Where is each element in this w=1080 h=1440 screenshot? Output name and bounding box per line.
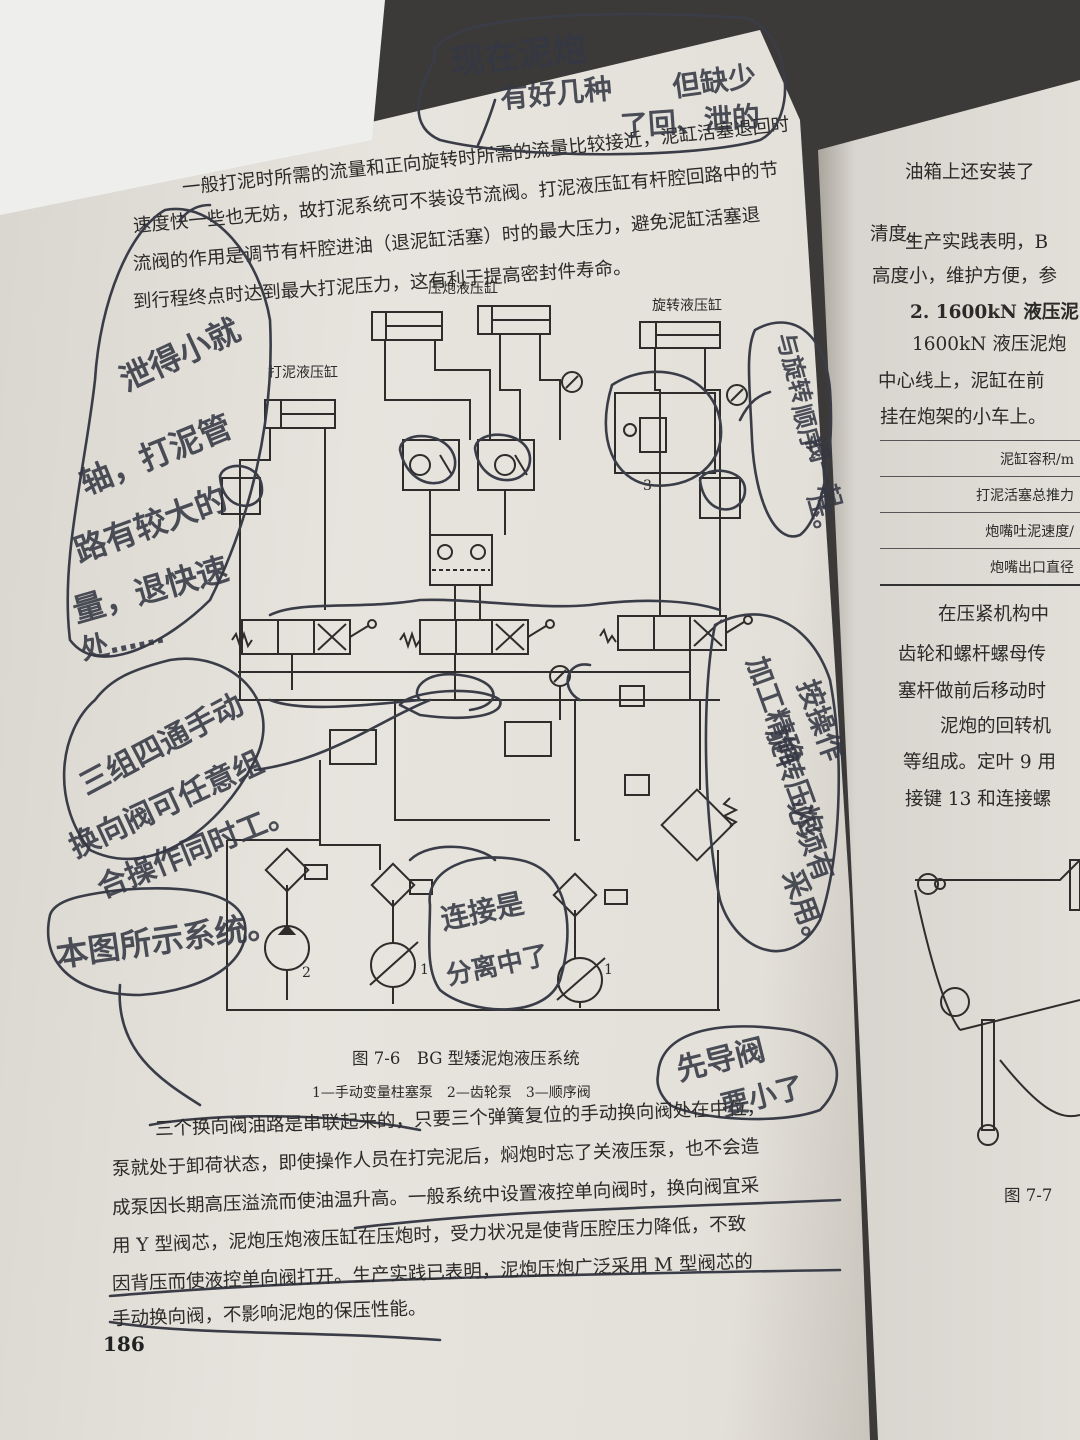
label-valve-3: 3	[643, 478, 652, 494]
right-line: 泥炮的回转机	[940, 716, 1052, 737]
right-line: 清度。	[870, 224, 926, 245]
right-line: 塞杆做前后移动时	[898, 681, 1047, 702]
press-cylinder-right	[477, 305, 551, 335]
right-line: 生产实践表明，B	[905, 232, 1049, 253]
table-row: 打泥活塞总推力	[880, 476, 1080, 512]
right-figure-caption: 图 7-7	[1004, 1186, 1053, 1205]
right-line: 在压紧机构中	[938, 604, 1050, 625]
figure-caption: 图 7-6 BG 型矮泥炮液压系统	[352, 1049, 580, 1068]
label-mud-cylinder: 打泥液压缸	[268, 365, 338, 381]
table-row: 炮嘴出口直径	[880, 548, 1080, 586]
right-line: 高度小，维护方便，参	[872, 266, 1058, 287]
label-pump-2: 2	[302, 965, 311, 981]
label-pump-1b: 1	[604, 962, 613, 978]
label-pump-1a: 1	[420, 962, 429, 978]
page-number: 186	[103, 1332, 145, 1356]
table-row: 炮嘴吐泥速度/	[880, 512, 1080, 548]
rotate-cylinder	[639, 321, 721, 349]
right-heading: 2. 1600kN 液压泥	[910, 302, 1079, 323]
directional-valve-2	[399, 619, 555, 655]
right-line: 1600kN 液压泥炮	[912, 334, 1067, 355]
right-line: 中心线上，泥缸在前	[878, 371, 1045, 392]
directional-valve-1	[231, 619, 377, 655]
table-row: 泥缸容积/m	[880, 440, 1080, 476]
label-rotate-cylinder: 旋转液压缸	[652, 298, 722, 314]
right-line: 油箱上还安装了	[905, 162, 1035, 183]
label-press-cylinder: 压炮液压缸	[428, 281, 498, 297]
right-line: 等组成。定叶 9 用	[903, 752, 1057, 773]
press-cylinder-left	[371, 311, 443, 341]
right-line: 接键 13 和连接螺	[905, 789, 1052, 810]
right-line: 齿轮和螺杆螺母传	[898, 644, 1047, 665]
spec-table: 泥缸容积/m 打泥活塞总推力 炮嘴吐泥速度/ 炮嘴出口直径	[880, 440, 1080, 586]
figure-legend: 1—手动变量柱塞泵 2—齿轮泵 3—顺序阀	[312, 1085, 591, 1101]
right-line: 挂在炮架的小车上。	[880, 407, 1047, 428]
